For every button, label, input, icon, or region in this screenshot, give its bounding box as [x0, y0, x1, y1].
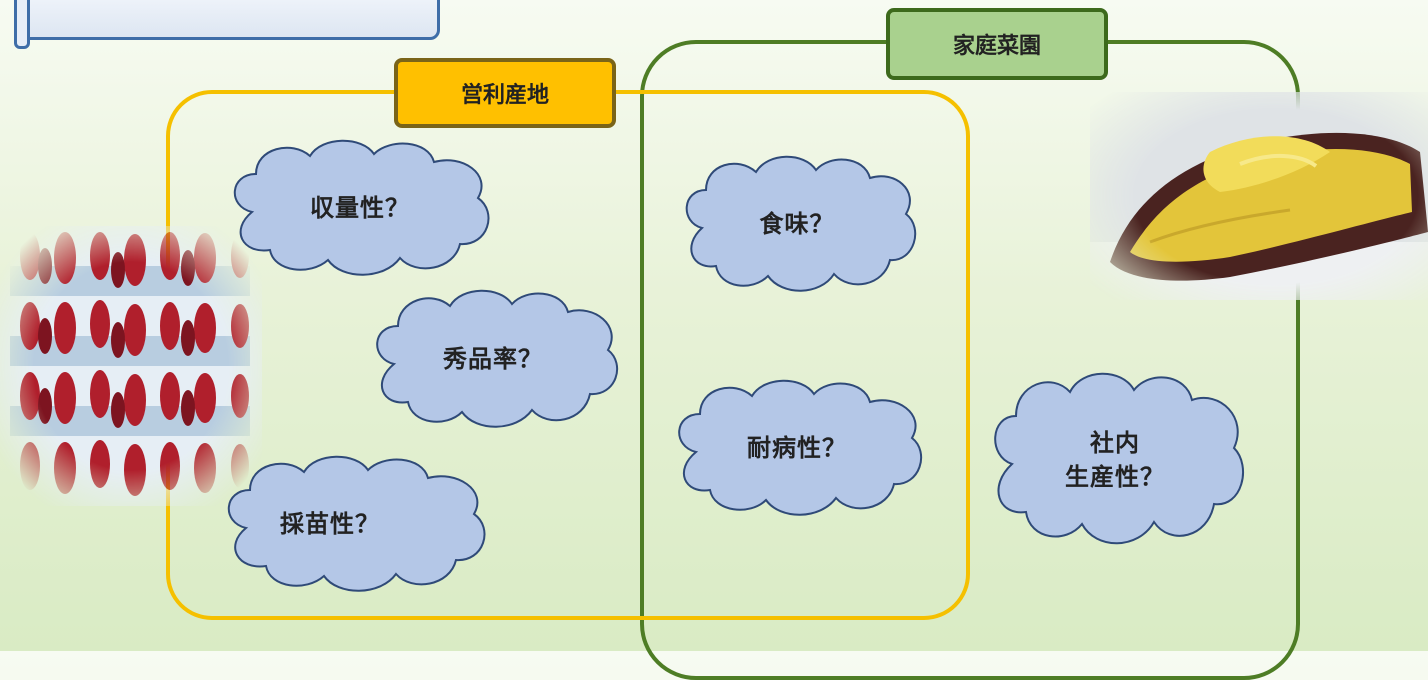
cloud-yield: 収量性？: [222, 134, 498, 282]
harvest-photo: [0, 226, 262, 506]
header-banner: [14, 0, 440, 49]
cloud-in-house-line2: 生産性？: [1065, 463, 1165, 491]
cloud-shape: [685, 155, 917, 292]
cloud-disease: 耐病性？: [668, 374, 926, 522]
cloud-quality-rate-text: 秀品率？: [443, 345, 543, 373]
cloud-shape: [994, 372, 1244, 545]
cloud-shape: [678, 379, 922, 516]
cloud-in-house-text: 社内 生産性？: [984, 366, 1246, 554]
cloud-taste-text: 食味？: [759, 210, 835, 238]
cloud-seedling-text: 採苗性？: [280, 510, 380, 538]
cloud-shape: [233, 139, 490, 276]
home-garden-region-label: 家庭菜園: [886, 8, 1108, 80]
cloud-taste: 食味？: [676, 150, 918, 298]
cloud-disease-text: 耐病性？: [747, 434, 847, 462]
commercial-region-label: 営利産地: [394, 58, 616, 128]
sweet-potato-photo: [1090, 92, 1428, 300]
cloud-quality-rate: 秀品率？: [366, 284, 620, 434]
cloud-seedling: 採苗性？: [216, 450, 494, 598]
cloud-in-house-line1: 社内: [1090, 429, 1140, 457]
cloud-in-house: 社内 生産性？: [984, 366, 1246, 554]
cloud-shape: [227, 455, 486, 592]
cloud-shape: [376, 289, 618, 428]
cloud-yield-text: 収量性？: [310, 194, 410, 222]
header-banner-edge: [14, 0, 30, 49]
